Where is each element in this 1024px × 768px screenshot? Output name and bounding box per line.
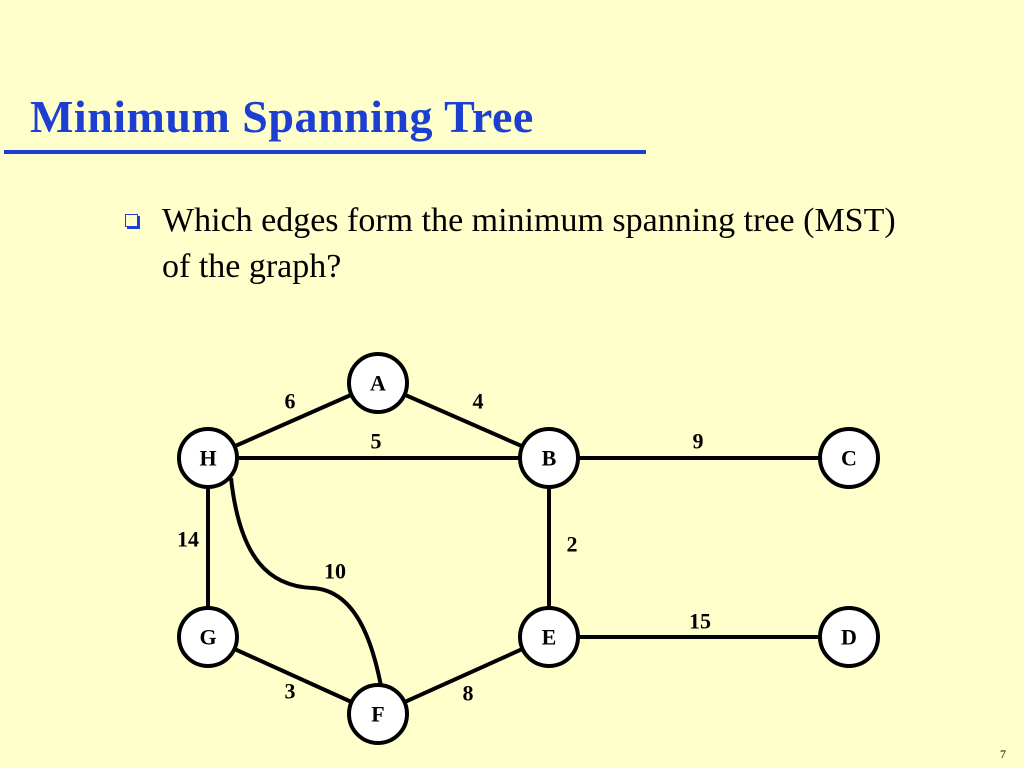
node-g: G xyxy=(177,606,239,668)
node-label: E xyxy=(542,625,557,650)
node-label: A xyxy=(370,371,386,396)
edge-g-f xyxy=(207,635,379,716)
edge-h-f xyxy=(229,477,383,687)
edge-weight-e-d: 15 xyxy=(689,609,711,634)
node-circle xyxy=(177,427,239,489)
edge-weight-b-c: 9 xyxy=(693,429,704,454)
edge-weight-f-e: 8 xyxy=(463,681,474,706)
node-label: B xyxy=(542,446,557,471)
node-circle xyxy=(177,606,239,668)
node-circle xyxy=(518,427,580,489)
edge-weight-a-b: 4 xyxy=(473,389,484,414)
edge-f-e xyxy=(377,635,550,716)
edge-weight-b-e: 2 xyxy=(567,532,578,557)
edge-weight-h-g: 14 xyxy=(177,527,199,552)
node-circle xyxy=(818,427,880,489)
node-e: E xyxy=(518,606,580,668)
hollow-square-bullet-icon xyxy=(125,214,138,227)
node-b: B xyxy=(518,427,580,489)
slide-title: Minimum Spanning Tree xyxy=(30,91,534,142)
node-label: H xyxy=(199,446,216,471)
node-d: D xyxy=(818,606,880,668)
node-f: F xyxy=(347,683,409,745)
edge-weight-h-b: 5 xyxy=(371,429,382,454)
bullet-text: Which edges form the minimum spanning tr… xyxy=(162,202,896,285)
node-circle xyxy=(518,606,580,668)
edge-weight-h-a: 6 xyxy=(285,389,296,414)
edge-weight-g-f: 3 xyxy=(285,679,296,704)
node-label: G xyxy=(199,625,216,650)
node-label: D xyxy=(841,625,857,650)
node-circle xyxy=(818,606,880,668)
title-underline xyxy=(4,150,646,154)
node-h: H xyxy=(177,427,239,489)
node-a: A xyxy=(347,352,409,414)
edge-weight-h-f: 10 xyxy=(324,559,346,584)
node-label: F xyxy=(371,702,384,727)
bullet-item: Which edges form the minimum spanning tr… xyxy=(120,198,920,290)
node-circle xyxy=(347,683,409,745)
slide-number: 7 xyxy=(1000,747,1006,761)
node-c: C xyxy=(818,427,880,489)
node-label: C xyxy=(841,446,857,471)
edge-a-b xyxy=(377,381,550,460)
node-circle xyxy=(347,352,409,414)
